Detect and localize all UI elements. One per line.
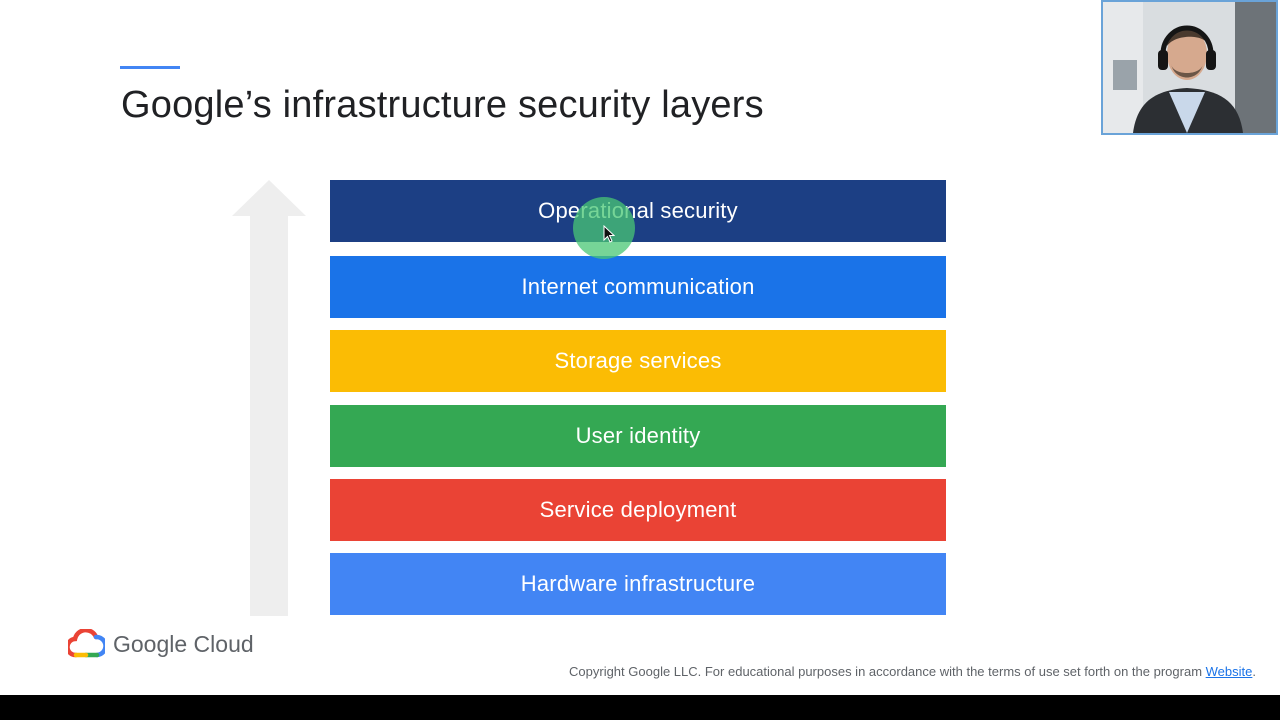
presenter-webcam — [1101, 0, 1278, 135]
logo-text: Google Cloud — [113, 630, 254, 657]
copyright-notice: Copyright Google LLC. For educational pu… — [569, 664, 1256, 679]
layer-label: Hardware infrastructure — [520, 571, 756, 596]
video-bottom-bar — [0, 695, 1280, 720]
copyright-text: Copyright Google LLC. For educational pu… — [569, 664, 1206, 679]
google-cloud-icon — [68, 629, 105, 658]
slide-title: Google’s infrastructure security layers — [121, 84, 764, 126]
layer-label: Operational security — [538, 198, 738, 223]
presenter-video-feed — [1103, 2, 1276, 133]
copyright-period: . — [1252, 664, 1256, 679]
google-cloud-logo: Google Cloud — [68, 629, 254, 659]
slide: Google’s infrastructure security layers … — [0, 0, 1280, 695]
mouse-pointer-icon — [603, 225, 615, 243]
layer-user-identity: User identity — [330, 405, 946, 467]
layer-storage-services: Storage services — [330, 330, 946, 392]
layer-hardware-infrastructure: Hardware infrastructure — [330, 553, 946, 615]
layer-label: Service deployment — [539, 497, 737, 522]
layer-operational-security: Operational security — [330, 180, 946, 242]
layer-service-deployment: Service deployment — [330, 479, 946, 541]
layer-label: Internet communication — [521, 274, 755, 299]
layer-label: User identity — [575, 423, 701, 448]
up-arrow-icon — [232, 180, 306, 616]
layer-label: Storage services — [554, 348, 722, 373]
title-accent-line — [120, 66, 180, 69]
website-link[interactable]: Website — [1205, 664, 1253, 679]
layer-internet-communication: Internet communication — [330, 256, 946, 318]
